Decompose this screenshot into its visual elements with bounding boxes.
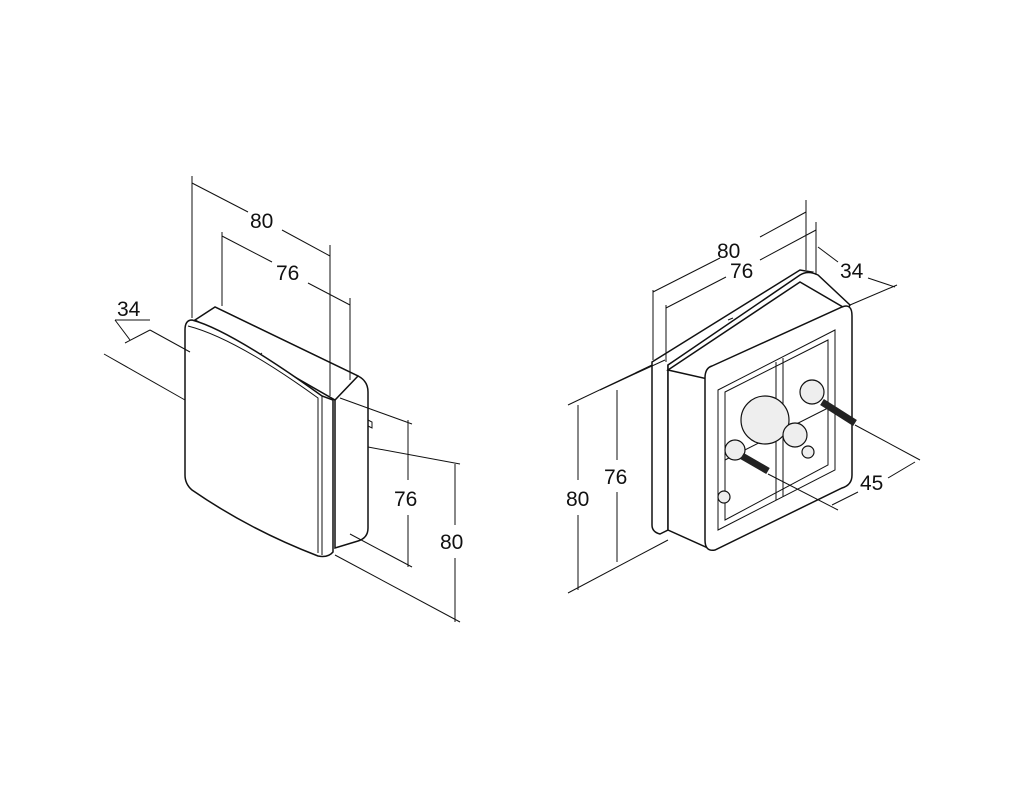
back-width-inner-label: 76	[730, 260, 753, 283]
front-width-outer-label: 80	[250, 210, 273, 233]
back-height-inner-label: 76	[604, 466, 627, 489]
back-view-dimensions: 80 76 34 45 80 76	[566, 200, 921, 594]
back-height-outer-label: 80	[566, 488, 589, 511]
front-view-dimensions: 80 76 34 76 80	[103, 176, 463, 623]
front-view-drawing	[184, 306, 373, 558]
back-depth-label: 34	[840, 260, 864, 283]
front-height-inner-label: 76	[394, 488, 417, 511]
front-width-inner-label: 76	[276, 262, 299, 285]
front-depth-label: 34	[117, 298, 141, 321]
front-height-outer-label: 80	[440, 531, 463, 554]
back-pipe-spacing-label: 45	[860, 472, 883, 495]
back-width-outer-label: 80	[717, 240, 740, 263]
back-view-drawing	[651, 269, 857, 552]
